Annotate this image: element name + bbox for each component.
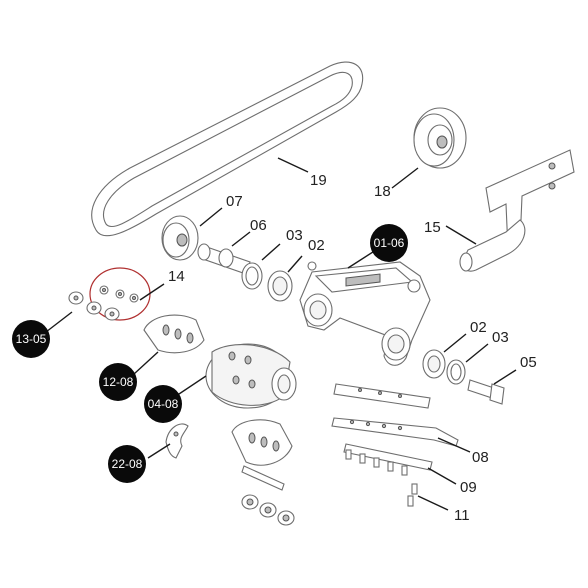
bearing-02-left	[267, 270, 293, 302]
label-02-left: 02	[308, 237, 325, 254]
snap-ring-03-left	[241, 262, 263, 290]
label-14: 14	[168, 268, 185, 285]
strip-09	[343, 443, 433, 471]
bolt-stack-bottom	[241, 465, 295, 526]
washers-13-05	[68, 291, 120, 321]
label-06: 06	[250, 217, 267, 234]
label-07: 07	[226, 193, 243, 210]
badge-01-06: 01-06	[370, 224, 408, 262]
badge-22-08: 22-08	[108, 445, 146, 483]
label-03-right: 03	[492, 329, 509, 346]
rotor-04-08	[205, 343, 297, 409]
label-05: 05	[520, 354, 537, 371]
label-03-left: 03	[286, 227, 303, 244]
badge-13-05-text: 13-05	[16, 332, 47, 346]
badge-04-08-text: 04-08	[148, 397, 179, 411]
label-19: 19	[310, 172, 327, 189]
bracket-15	[459, 149, 575, 272]
screws-11	[345, 449, 418, 507]
label-02-right: 02	[470, 319, 487, 336]
badge-13-05: 13-05	[12, 320, 50, 358]
housing-01-06	[299, 261, 431, 366]
shaft-06	[197, 243, 251, 275]
nuts-14	[99, 285, 139, 303]
badge-12-08-text: 12-08	[103, 375, 134, 389]
label-11: 11	[454, 507, 470, 524]
label-15: 15	[424, 219, 441, 236]
label-18: 18	[374, 183, 391, 200]
drive-belt	[91, 61, 364, 237]
label-09: 09	[460, 479, 477, 496]
badge-22-08-text: 22-08	[112, 457, 143, 471]
bolt-05	[467, 379, 505, 405]
badge-04-08: 04-08	[144, 385, 182, 423]
pulley-07	[161, 215, 199, 261]
leader-lines	[45, 157, 517, 511]
bearing-02-right	[422, 349, 446, 379]
lower-blade-plate	[231, 419, 293, 466]
strip-08-upper	[333, 383, 431, 409]
blade-plate-12-08	[143, 314, 205, 354]
badge-12-08: 12-08	[99, 363, 137, 401]
plate-08	[331, 417, 459, 447]
badge-01-06-text: 01-06	[374, 236, 405, 250]
snap-ring-03-right	[446, 359, 466, 385]
small-blade-22-08	[165, 423, 189, 459]
pulley-18	[413, 107, 467, 169]
label-08: 08	[472, 449, 489, 466]
